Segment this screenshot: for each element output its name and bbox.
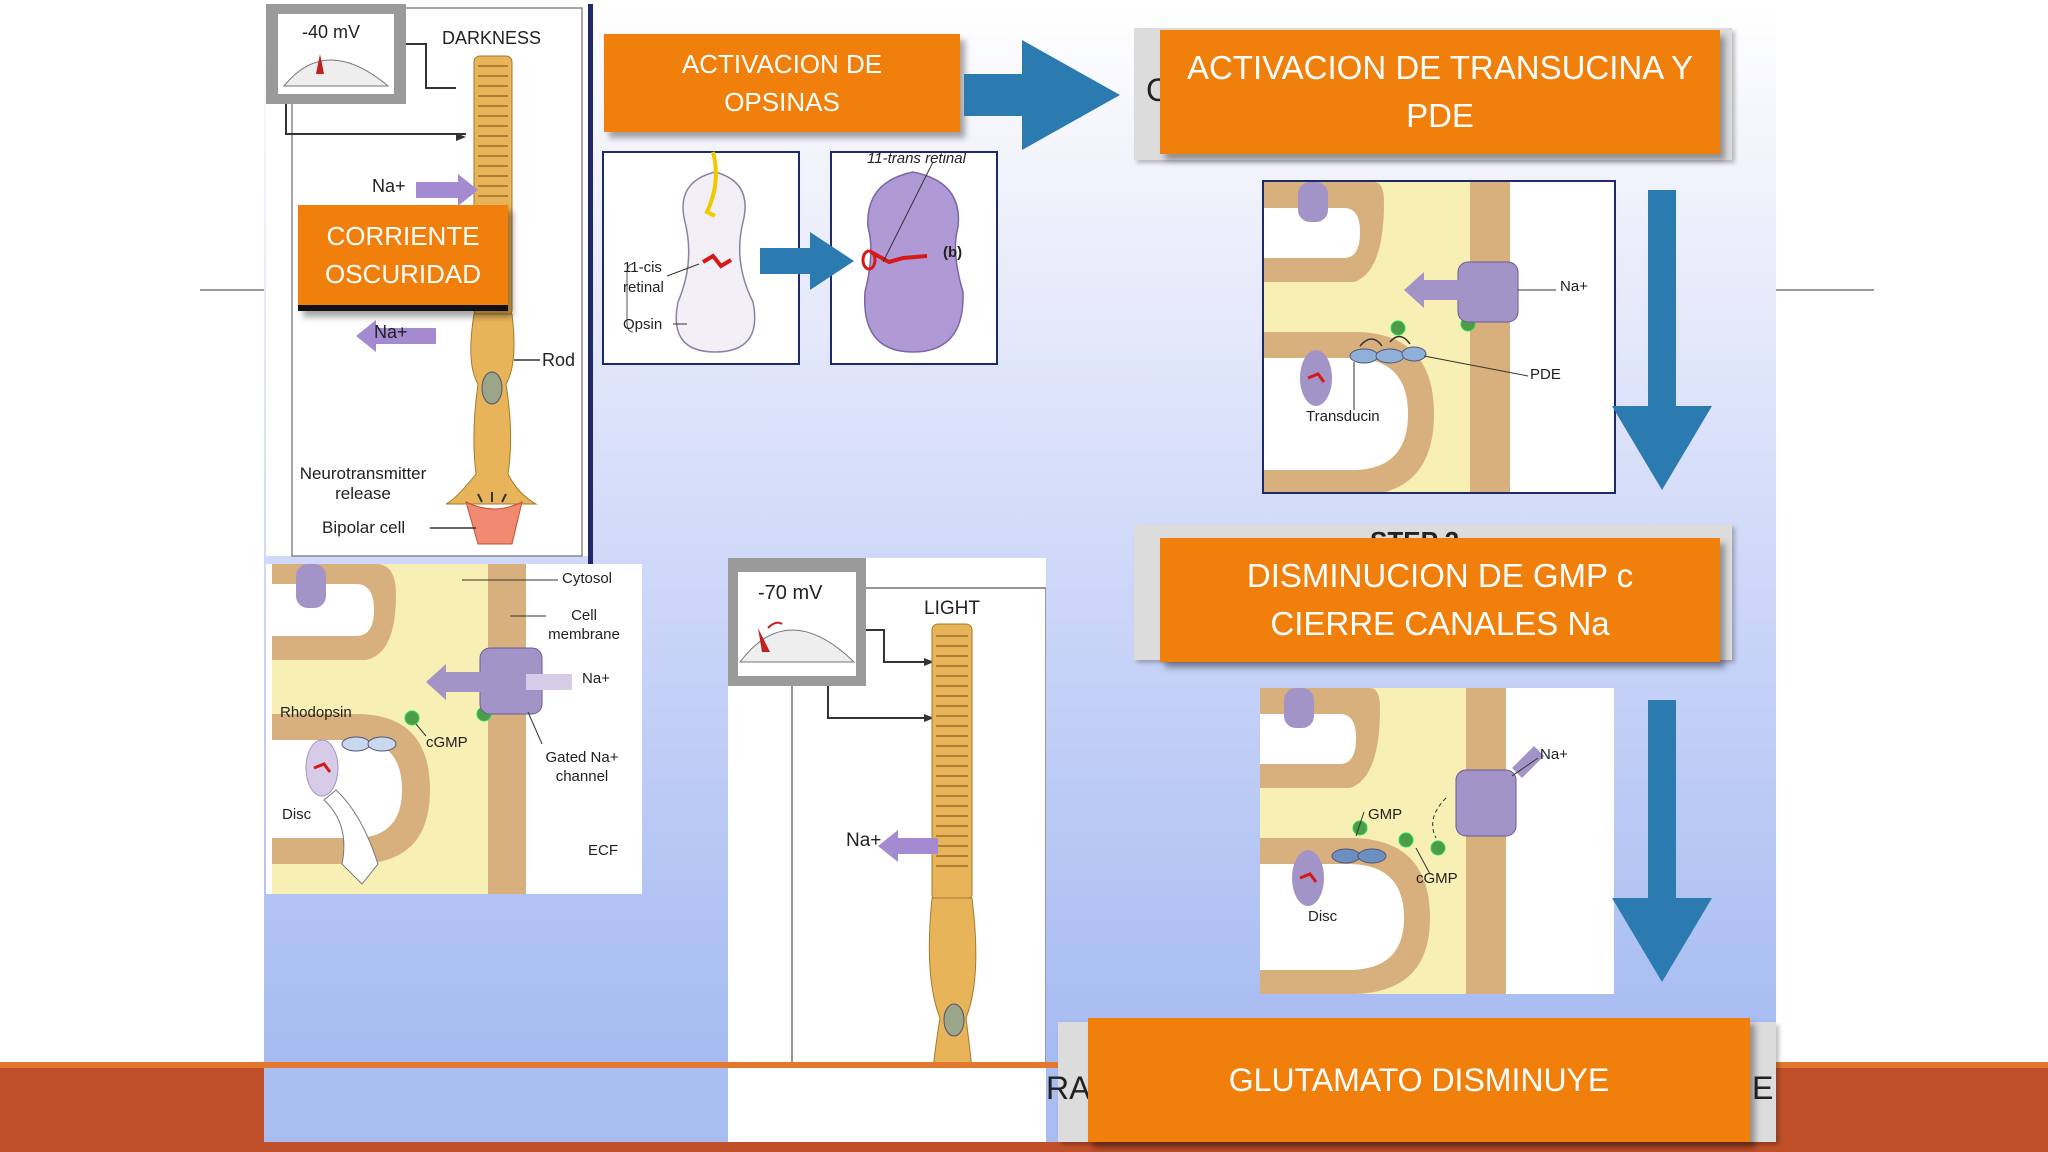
activacion-opsinas-box: ACTIVACION DE OPSINAS — [604, 34, 960, 132]
gmp-diagram — [1260, 688, 1614, 994]
darkness-title: DARKNESS — [442, 28, 542, 48]
opsin-trans-label: 11-trans retinal — [867, 150, 966, 167]
opsin-opsin-label: Opsin — [623, 316, 663, 333]
transducin-panel: Na+ PDE Transducin — [1262, 180, 1616, 494]
rhodopsin-diagram — [266, 564, 642, 894]
opsin-cis-label: 11-cis retinal — [623, 259, 664, 296]
rhodopsin-rhodopsin-label: Rhodopsin — [280, 704, 352, 721]
opsin-panel: 11-cis retinal Opsin 11-trans retinal (b… — [602, 150, 999, 366]
gmp-panel: Na+ GMP cGMP Disc — [1260, 688, 1614, 994]
opsin-diagram — [602, 151, 998, 365]
activacion-transucina-label: ACTIVACION DE TRANSUCINA Y PDE — [1186, 49, 1694, 134]
disminucion-gmp-box: DISMINUCION DE GMP c CIERRE CANALES Na — [1160, 538, 1720, 662]
glutamato-label: GLUTAMATO DISMINUYE — [1228, 1061, 1610, 1098]
rhodopsin-ecf-label: ECF — [588, 842, 618, 859]
light-panel: -70 mV LIGHT Na+ — [728, 558, 1046, 1142]
down-arrow-2-icon — [1612, 700, 1712, 982]
gmp-gmp-label: GMP — [1368, 806, 1403, 823]
gmp-cgmp-label: cGMP — [1416, 870, 1458, 887]
light-diagram — [728, 558, 1046, 1142]
activacion-opsinas-label: ACTIVACION DE OPSINAS — [681, 49, 883, 117]
darkness-meter-value: -40 mV — [302, 22, 361, 42]
glutamato-box: GLUTAMATO DISMINUYE — [1088, 1018, 1750, 1142]
activacion-transucina-box: ACTIVACION DE TRANSUCINA Y PDE — [1160, 30, 1720, 154]
darkness-rod-label: Rod — [542, 350, 576, 370]
gmp-na-label: Na+ — [1540, 746, 1568, 763]
hidden-ra-fragment: RA — [1046, 1070, 1091, 1106]
darkness-bipolar-label: Bipolar cell — [322, 518, 406, 537]
disminucion-gmp-label: DISMINUCION DE GMP c CIERRE CANALES Na — [1246, 557, 1634, 642]
transducin-pde-label: PDE — [1530, 366, 1561, 383]
gmp-disc-label: Disc — [1308, 908, 1338, 925]
transducin-transducin-label: Transducin — [1306, 408, 1380, 425]
light-title: LIGHT — [924, 598, 980, 619]
opsin-b-label: (b) — [943, 244, 963, 261]
rhodopsin-cell-membrane-label: Cell membrane — [548, 607, 620, 643]
divider-line — [588, 4, 593, 564]
opsin-arrow-icon — [760, 232, 854, 290]
slide-rule-right — [1776, 289, 1874, 291]
rhodopsin-cytosol-label: Cytosol — [562, 570, 613, 587]
transducin-diagram — [1264, 182, 1614, 492]
rhodopsin-cgmp-label: cGMP — [426, 734, 468, 751]
rhodopsin-panel: Cytosol Cell membrane Na+ Rhodopsin cGMP… — [266, 564, 642, 894]
rhodopsin-na-label: Na+ — [582, 670, 610, 687]
corriente-oscuridad-label: CORRIENTE OSCURIDAD — [324, 221, 481, 289]
darkness-neurotransmitter-label: Neurotransmitter release — [299, 464, 427, 503]
light-panel-bottom — [728, 1068, 1046, 1142]
bottom-bar-accent — [0, 1062, 2048, 1070]
slide-rule-left — [200, 289, 270, 291]
light-meter-value: -70 mV — [758, 582, 823, 604]
light-na-label: Na+ — [846, 830, 882, 851]
rhodopsin-disc-label: Disc — [282, 806, 312, 823]
corriente-oscuridad-box: CORRIENTE OSCURIDAD — [298, 205, 508, 311]
transducin-na-label: Na+ — [1560, 278, 1588, 295]
down-arrow-1-icon — [1612, 190, 1712, 490]
rhodopsin-gated-channel-label: Gated Na+ channel — [545, 749, 619, 785]
darkness-na-in-label: Na+ — [372, 176, 406, 196]
darkness-na-out-label: Na+ — [374, 322, 408, 342]
top-arrow-icon — [964, 40, 1120, 150]
hidden-e-fragment: E — [1752, 1070, 1774, 1106]
